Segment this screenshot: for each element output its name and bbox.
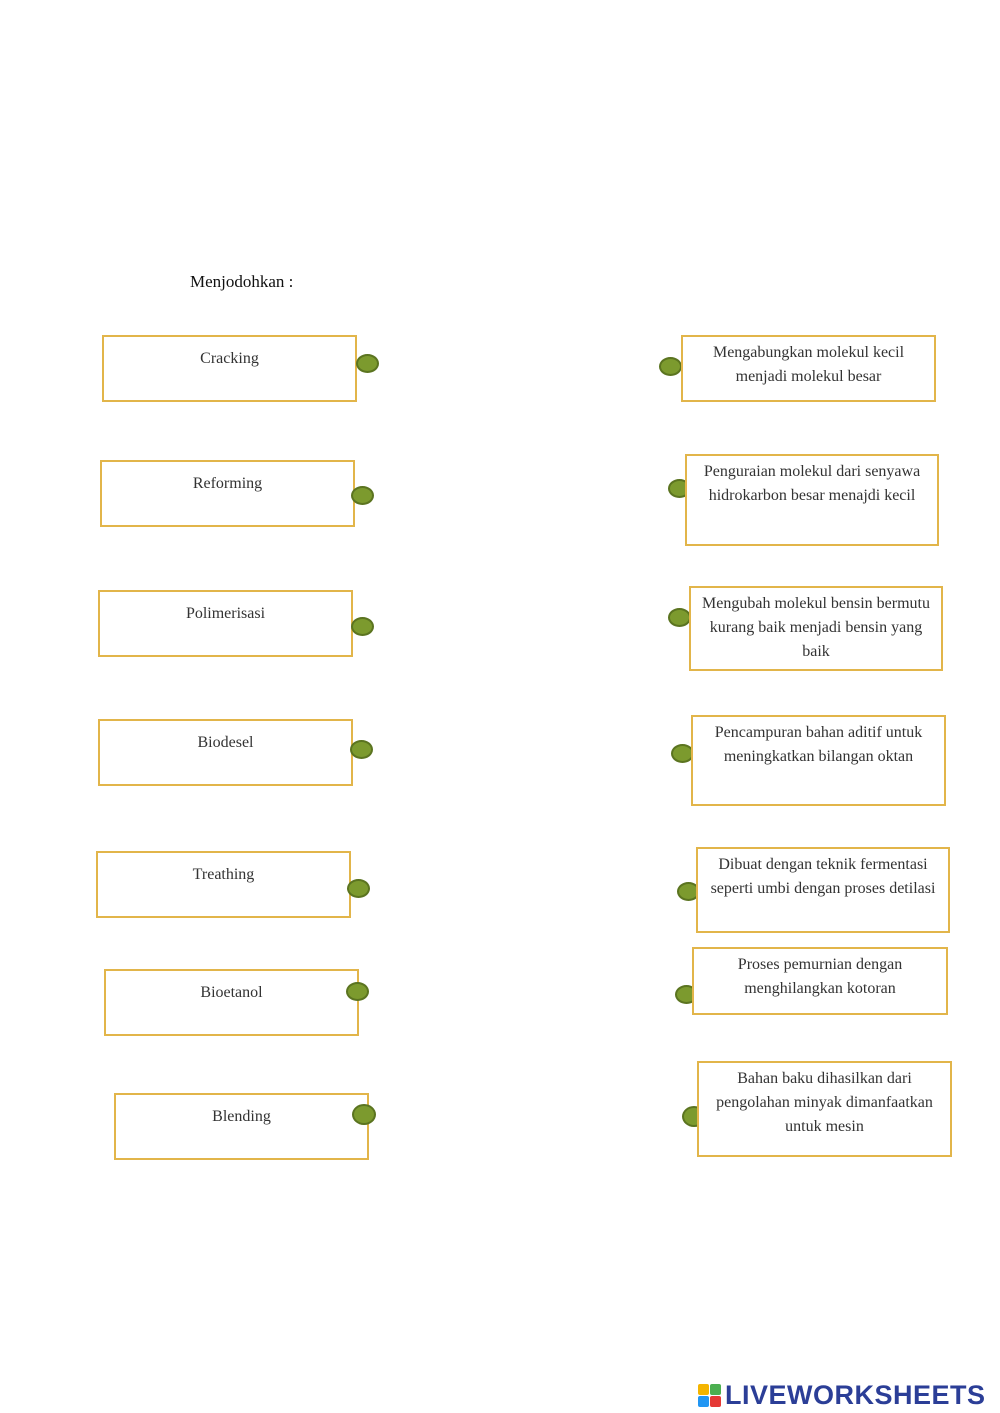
term-label: Reforming	[192, 475, 263, 492]
definition-box-2: Penguraian molekul dari senyawa hidrokar…	[685, 454, 939, 546]
definition-text: Proses pemurnian dengan menghilangkan ko…	[737, 956, 903, 997]
term-label: Biodesel	[197, 734, 254, 751]
term-box-reforming: Reforming	[100, 460, 355, 527]
definition-text: Bahan baku dihasilkan dari pengolahan mi…	[716, 1070, 933, 1135]
definition-box-7: Bahan baku dihasilkan dari pengolahan mi…	[697, 1061, 952, 1157]
match-dot-left-4[interactable]	[350, 740, 373, 759]
term-label: Treathing	[192, 866, 255, 883]
term-box-bioetanol: Bioetanol	[104, 969, 359, 1036]
liveworksheets-logo-icon	[698, 1383, 721, 1407]
term-box-polimerisasi: Polimerisasi	[98, 590, 353, 657]
match-dot-right-3[interactable]	[668, 608, 691, 627]
definition-box-4: Pencampuran bahan aditif untuk meningkat…	[691, 715, 946, 806]
match-dot-left-7[interactable]	[352, 1104, 376, 1125]
term-box-biodesel: Biodesel	[98, 719, 353, 786]
definition-box-6: Proses pemurnian dengan menghilangkan ko…	[692, 947, 948, 1015]
brand-name: LIVEWORKSHEETS	[725, 1379, 986, 1410]
match-dot-left-2[interactable]	[351, 486, 374, 505]
definition-text: Mengubah molekul bensin bermutu kurang b…	[702, 595, 930, 660]
term-box-treathing: Treathing	[96, 851, 351, 918]
match-dot-right-1[interactable]	[659, 357, 682, 376]
definition-text: Mengabungkan molekul kecil menjadi molek…	[712, 344, 905, 385]
page-title: Menjodohkan :	[190, 272, 294, 291]
match-dot-left-6[interactable]	[346, 982, 369, 1001]
term-label: Cracking	[200, 350, 259, 367]
term-label: Bioetanol	[200, 984, 263, 1001]
term-box-blending: Blending	[114, 1093, 369, 1160]
match-dot-left-1[interactable]	[356, 354, 379, 373]
match-dot-left-5[interactable]	[347, 879, 370, 898]
definition-box-3: Mengubah molekul bensin bermutu kurang b…	[689, 586, 943, 671]
match-dot-left-3[interactable]	[351, 617, 374, 636]
definition-text: Penguraian molekul dari senyawa hidrokar…	[703, 463, 921, 504]
definition-box-5: Dibuat dengan teknik fermentasi seperti …	[696, 847, 950, 933]
term-box-cracking: Cracking	[102, 335, 357, 402]
term-label: Polimerisasi	[185, 605, 266, 622]
definition-box-1: Mengabungkan molekul kecil menjadi molek…	[681, 335, 936, 402]
definition-text: Pencampuran bahan aditif untuk meningkat…	[714, 724, 923, 765]
liveworksheets-brand: LIVEWORKSHEETS	[698, 1380, 986, 1410]
term-label: Blending	[212, 1108, 271, 1125]
definition-text: Dibuat dengan teknik fermentasi seperti …	[710, 856, 936, 897]
